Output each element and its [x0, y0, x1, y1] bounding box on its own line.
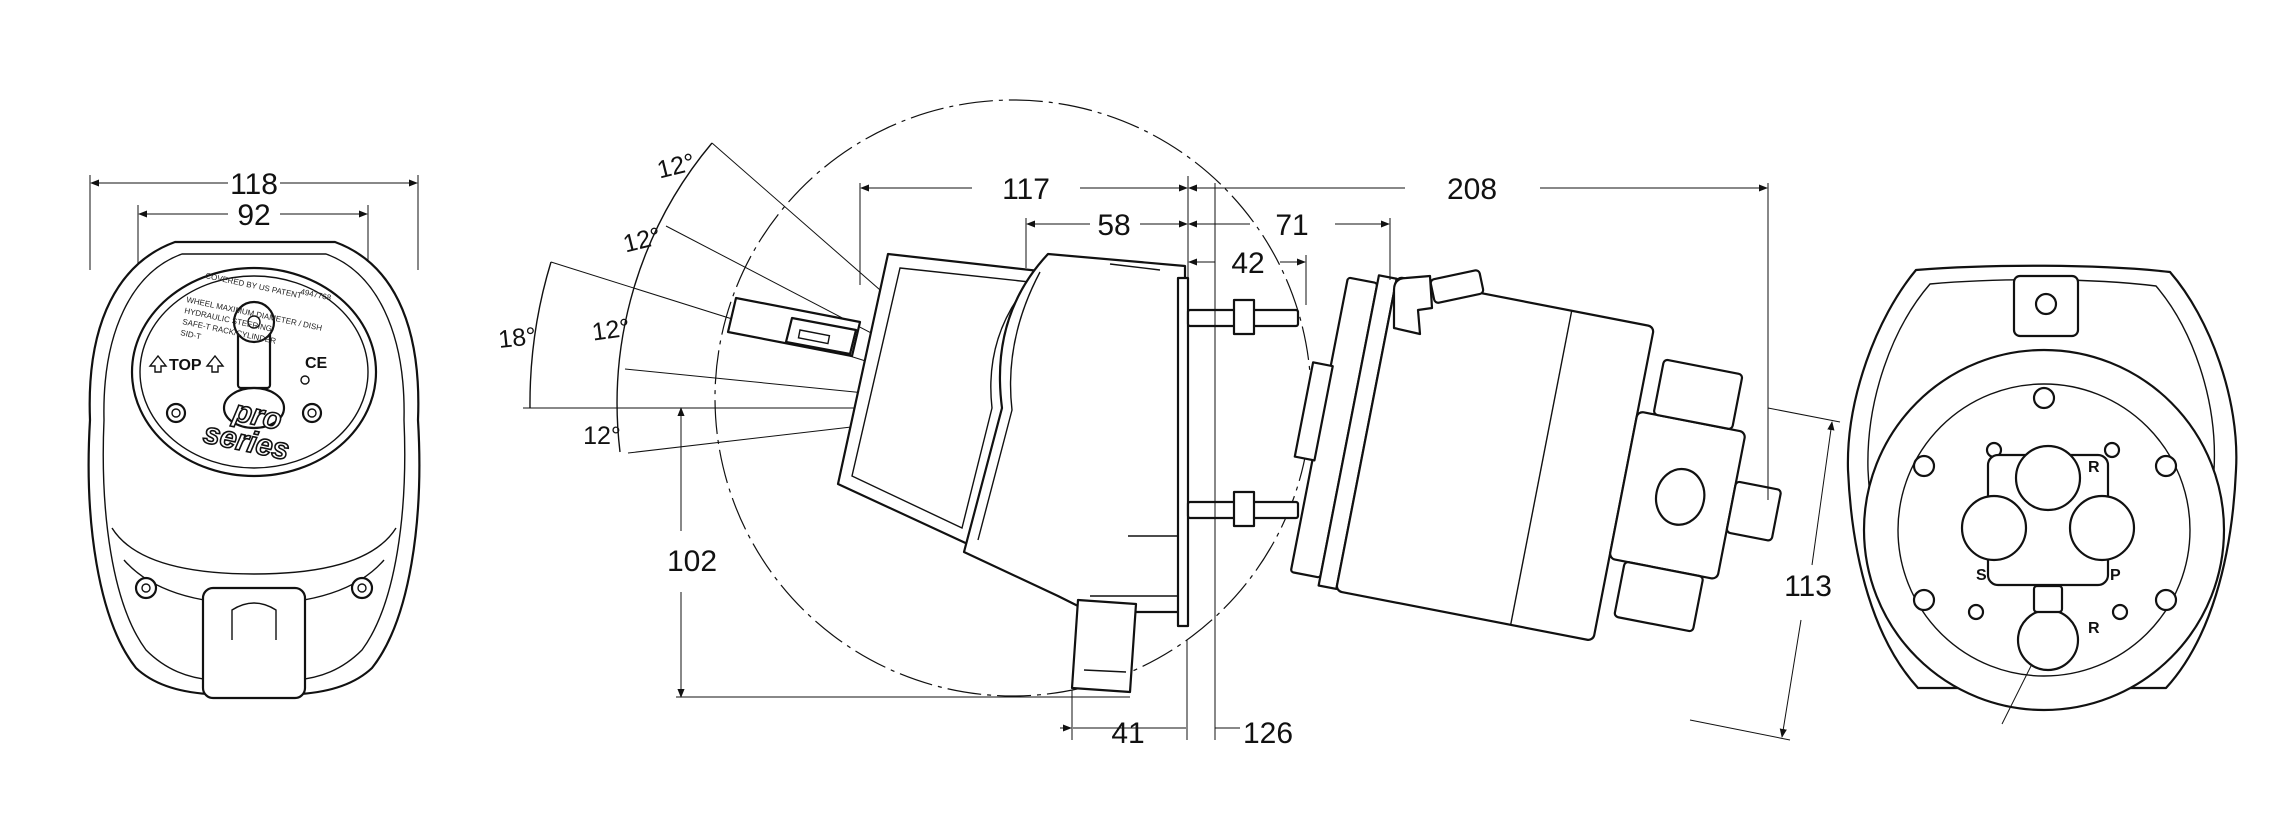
- bolt-icon: [2034, 292, 2058, 316]
- bolt-icon: [2154, 588, 2178, 612]
- shaft-center: [247, 315, 261, 329]
- helm-body-top-groove: [1109, 263, 1161, 271]
- port-cap-s: [1960, 494, 2028, 562]
- bolt-icon: [2154, 454, 2178, 478]
- stud-nut: [1232, 298, 1256, 336]
- elbow-fitting: [1392, 274, 1434, 336]
- bulkhead-panel: [1176, 276, 1190, 628]
- dim-126: 126: [1243, 717, 1293, 750]
- dim-58: 58: [1097, 209, 1130, 242]
- port-r-bottom-neck: [2032, 584, 2064, 614]
- bolt-icon: [171, 408, 181, 418]
- side-view-dimensions: 117 208 58 71 42 102 41 126 113 12° 12° …: [497, 148, 1841, 750]
- pump-port-top: [1653, 358, 1744, 430]
- dim-102: 102: [667, 545, 717, 578]
- dim-117: 117: [1002, 173, 1050, 206]
- arrow-up-icon: [205, 354, 225, 373]
- bolt-icon: [301, 402, 323, 424]
- ce-mark: CE: [305, 355, 328, 372]
- bolt-icon: [134, 576, 158, 600]
- mount-tab: [201, 586, 307, 700]
- pump-seam: [1509, 310, 1573, 626]
- bolt-icon: [2032, 386, 2056, 410]
- bolt-icon: [2111, 603, 2129, 621]
- barb-nipple: [1429, 269, 1485, 304]
- port-label-p: P: [2110, 567, 2121, 584]
- side-view: [523, 99, 1782, 697]
- lower-cowl: [111, 527, 397, 575]
- dim-71: 71: [1275, 209, 1308, 242]
- dim-41: 41: [1111, 717, 1144, 750]
- port-label-s: S: [1976, 567, 1987, 584]
- rear-flange-inner: [1897, 383, 2191, 677]
- bolt-icon: [357, 583, 367, 593]
- angle-label: 12°: [590, 314, 631, 347]
- fitting-body: [1725, 480, 1782, 542]
- port-cap-p: [2068, 494, 2136, 562]
- leader-line: [2001, 663, 2033, 725]
- shaft-key: [797, 329, 831, 345]
- mount-foot-rib: [1083, 669, 1127, 673]
- helm-body-contour: [977, 271, 1041, 541]
- bolt-icon: [165, 402, 187, 424]
- bolt-icon: [350, 576, 374, 600]
- dim-line: [1779, 619, 1802, 738]
- extension-line: [1689, 719, 1791, 741]
- fitting-cap: [1654, 467, 1706, 526]
- pump-plate-left: [1293, 361, 1334, 462]
- port-cap-r-top: [2014, 444, 2082, 512]
- angle-label: 18°: [497, 322, 538, 354]
- port-label-r: R: [2088, 459, 2100, 476]
- dim-line: [1811, 421, 1835, 566]
- mount-foot: [1070, 598, 1138, 694]
- dim-208: 208: [1447, 173, 1497, 206]
- pump-assembly: [1290, 274, 1782, 641]
- stud-nut: [1232, 490, 1256, 528]
- face-plate-rim: [139, 275, 369, 469]
- bolt-icon: [2103, 441, 2121, 459]
- extension-line: [1767, 407, 1841, 423]
- shaft-hub: [232, 300, 276, 344]
- port-cap-r-bottom: [2016, 608, 2080, 672]
- arrow-up-icon: [148, 354, 168, 373]
- rear-view: S P R R: [1846, 264, 2238, 725]
- dim-92: 92: [237, 199, 270, 232]
- mount-tab-slot: [231, 602, 277, 640]
- angle-label: 12°: [654, 148, 697, 184]
- angle-label: 12°: [583, 422, 621, 450]
- front-view-dimensions: 118 92: [90, 168, 418, 232]
- front-view: COVERED BY US PATENT 4947768 WHEEL MAXIM…: [87, 175, 421, 700]
- angle-label: 12°: [620, 222, 663, 258]
- helm-body: [962, 252, 1187, 614]
- bolt-icon: [1967, 603, 1985, 621]
- dim-42: 42: [1231, 247, 1264, 280]
- housing-inner-contour: [102, 253, 406, 681]
- label-line: SID-T: [180, 328, 202, 341]
- bolt-icon: [307, 408, 317, 418]
- shaft-collar: [784, 316, 858, 356]
- tilt-arc-inner: [529, 261, 552, 409]
- bolt-icon: [141, 583, 151, 593]
- dim-113: 113: [1784, 570, 1832, 603]
- pump-port-bottom: [1613, 561, 1704, 633]
- tilt-arc-outer: [616, 142, 713, 453]
- top-label: TOP: [169, 357, 202, 374]
- vent-hole: [300, 375, 310, 385]
- shaft-base: [222, 386, 286, 430]
- dim-118: 118: [230, 168, 278, 201]
- bolt-icon: [1912, 588, 1936, 612]
- port-label-r: R: [2088, 620, 2100, 637]
- bolt-icon: [1912, 454, 1936, 478]
